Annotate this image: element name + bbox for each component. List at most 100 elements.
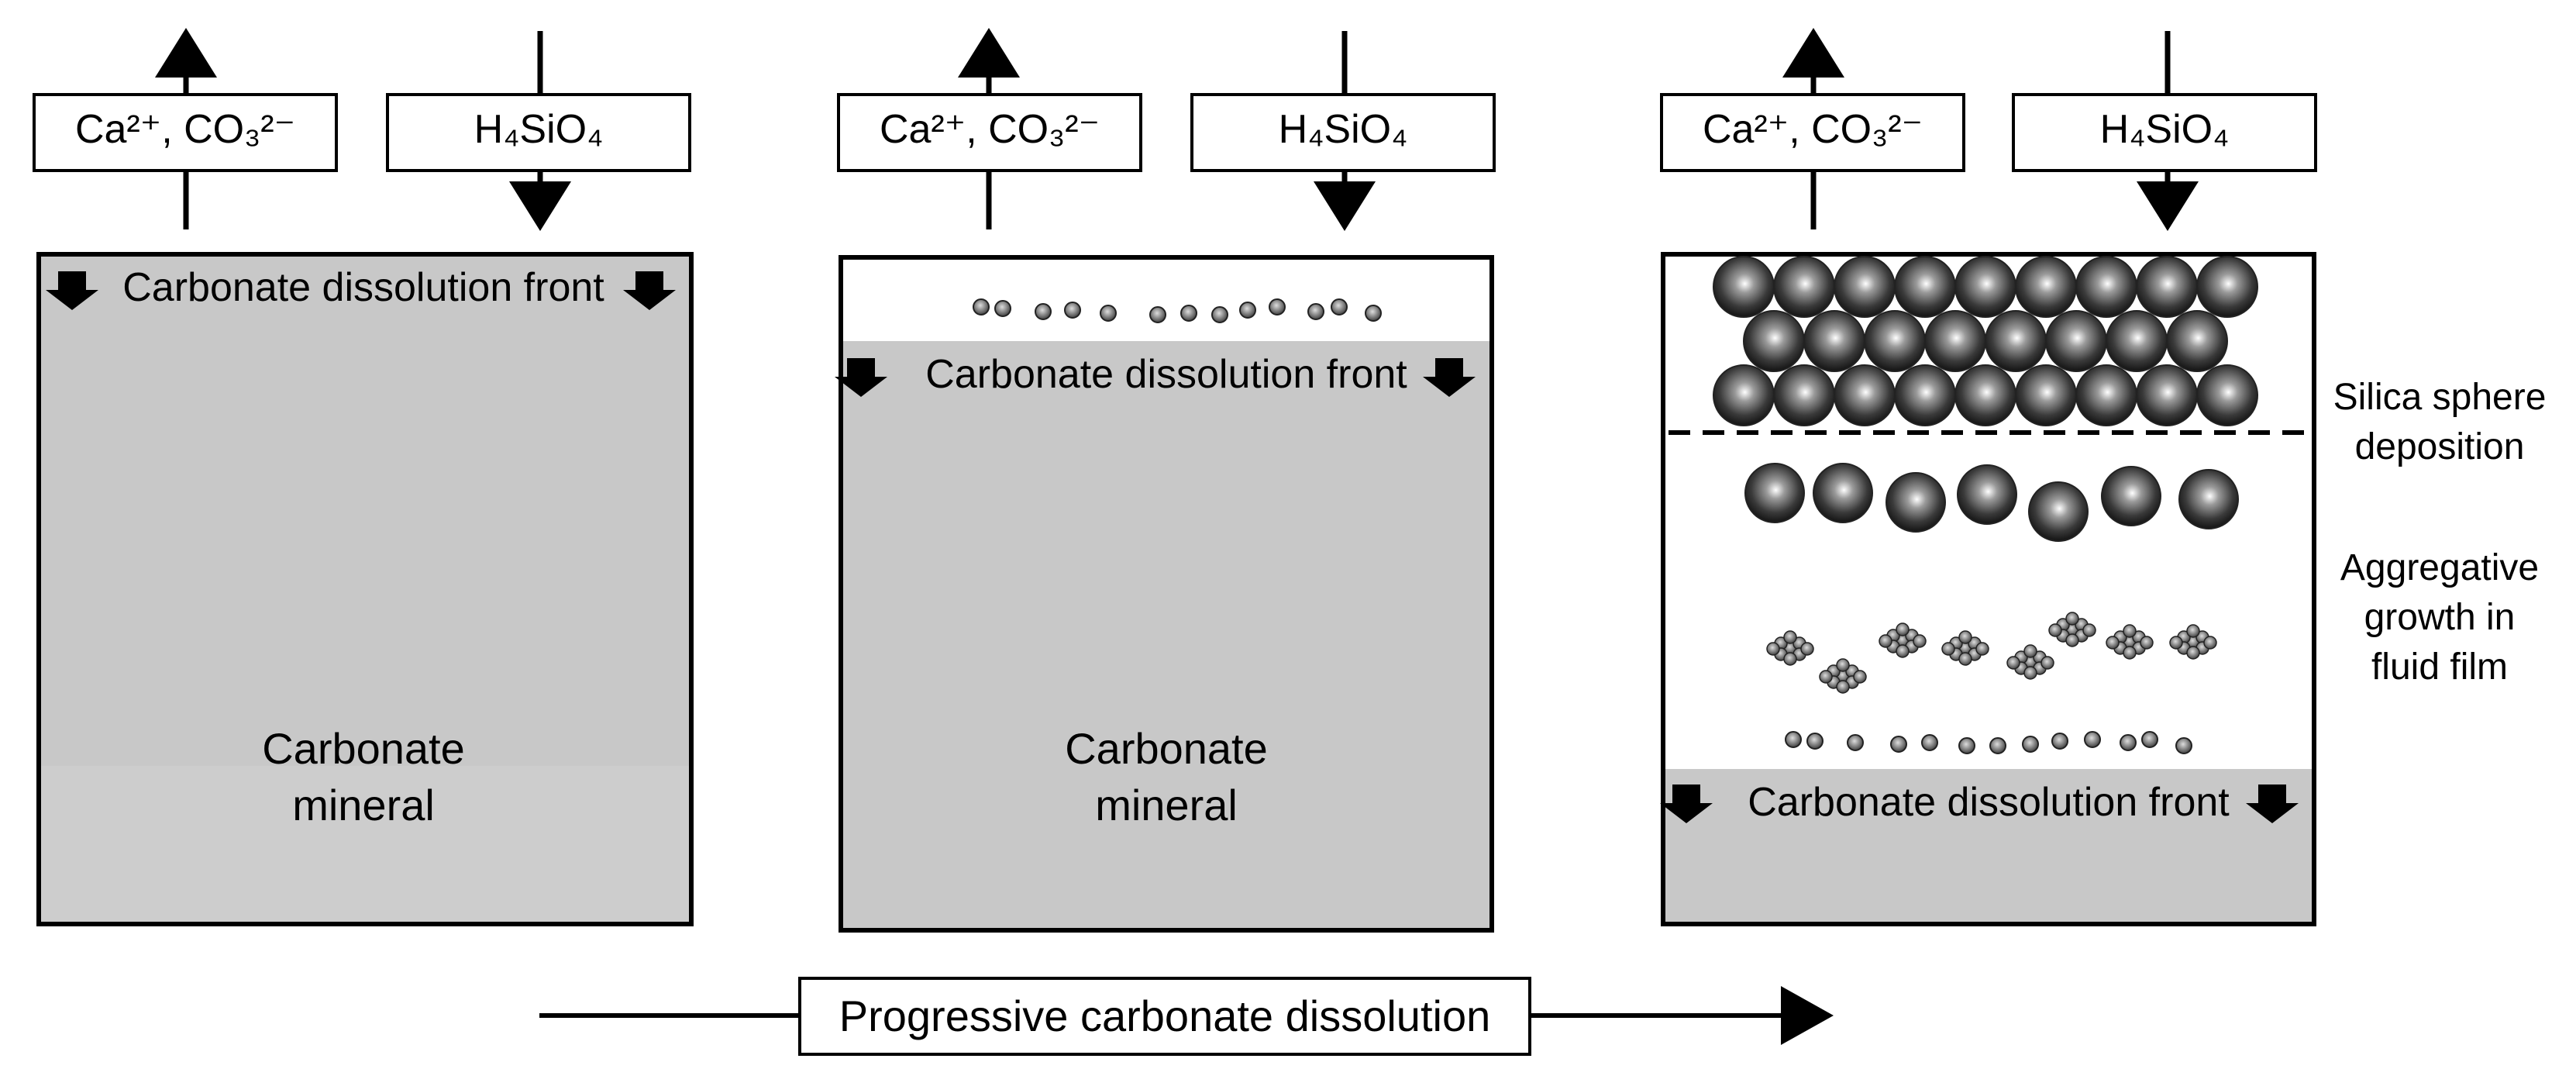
silica-sphere-icon xyxy=(1985,310,2047,372)
aggregate-particle xyxy=(1879,634,1892,648)
aggregate-particle xyxy=(1958,630,1972,644)
silica-nucleus-icon xyxy=(1035,303,1052,320)
silica-nucleus-icon xyxy=(1785,731,1802,748)
aggregate-particle xyxy=(2006,656,2020,670)
silica-label-box xyxy=(1190,93,1496,172)
silica-sphere-icon xyxy=(1886,472,1946,533)
panel-frame xyxy=(839,255,1494,933)
progression-label-box xyxy=(798,977,1531,1056)
silica-nuclei-row xyxy=(1785,731,2192,754)
silica-nucleus-icon xyxy=(1331,298,1348,316)
progression-arrow: Progressive carbonate dissolution xyxy=(539,977,1834,1056)
aggregate-particle xyxy=(1836,680,1850,694)
silica-nucleus-icon xyxy=(1365,305,1382,322)
ion-label: Ca²⁺, CO₃²⁻ xyxy=(1703,107,1923,152)
silica-sphere-icon xyxy=(2028,481,2089,542)
aggregate-particle xyxy=(2082,623,2096,637)
ion-label-box xyxy=(837,93,1142,172)
silica-sphere-icon xyxy=(1773,256,1835,318)
silica-sphere-icon xyxy=(2045,310,2107,372)
aggregate-icon xyxy=(1766,630,1814,666)
silica-sphere-icon xyxy=(2106,310,2168,372)
front-arrow-icon xyxy=(623,271,676,310)
silica-sphere-icon xyxy=(1803,310,1865,372)
aggregate-particle xyxy=(1896,644,1910,658)
silica-nucleus-icon xyxy=(1847,734,1864,751)
aggregate-particle xyxy=(2186,646,2200,660)
silica-nucleus-icon xyxy=(2141,731,2158,748)
silica-sphere-icon xyxy=(1834,364,1896,426)
mineral-label-line-2: mineral xyxy=(1095,781,1238,829)
mineral-fill-lower xyxy=(39,766,691,924)
aggregate-particle xyxy=(2048,623,2062,637)
silica-nucleus-icon xyxy=(1239,302,1256,319)
silica-nucleus-icon xyxy=(2022,736,2039,753)
silica-sphere-icon xyxy=(2166,310,2228,372)
aggregate-particle xyxy=(2023,666,2037,680)
silica-sphere-icon xyxy=(1954,364,2016,426)
arrow-up-icon xyxy=(155,28,217,78)
aggregate-particle xyxy=(1783,652,1797,666)
silica-sphere-icon xyxy=(1743,310,1805,372)
silica-label: H₄SiO₄ xyxy=(1279,107,1408,152)
silica-nucleus-icon xyxy=(2120,734,2137,751)
panel-frame xyxy=(36,252,694,926)
aggregate-icon xyxy=(2006,644,2054,680)
aggregation-label-line-2: growth in xyxy=(2364,597,2516,638)
panel-3: Ca²⁺, CO₃²⁻ H₄SiO₄ Carbonate dissolution… xyxy=(1660,28,2546,926)
aggregate-icon xyxy=(2106,624,2154,660)
aggregate-particle xyxy=(2065,633,2079,647)
aggregate-particle xyxy=(2140,636,2154,650)
ion-label: Ca²⁺, CO₃²⁻ xyxy=(880,107,1100,152)
front-arrow-icon xyxy=(2246,785,2299,823)
silica-sphere-icon xyxy=(1894,364,1956,426)
aggregate-icon xyxy=(1879,622,1927,658)
silica-nucleus-icon xyxy=(2175,737,2192,754)
aggregate-particle xyxy=(1975,642,1989,656)
silica-sphere-icon xyxy=(2015,364,2077,426)
silica-sphere-icon xyxy=(2196,364,2258,426)
silica-nucleus-icon xyxy=(1269,298,1286,316)
silica-sphere-icon xyxy=(1864,310,1926,372)
ion-label: Ca²⁺, CO₃²⁻ xyxy=(75,107,295,152)
silica-nucleus-icon xyxy=(1180,305,1197,322)
silica-nuclei-row xyxy=(973,298,1382,323)
silica-sphere-icon xyxy=(1773,364,1835,426)
arrow-up-icon xyxy=(958,28,1020,78)
silica-sphere-icon xyxy=(2075,256,2137,318)
silica-nucleus-icon xyxy=(1211,306,1228,323)
arrow-down-icon xyxy=(1314,181,1376,231)
silica-sphere-icon xyxy=(1713,256,1775,318)
silica-sphere-icon xyxy=(2075,364,2137,426)
deposition-label-line-2: deposition xyxy=(2355,426,2525,467)
silica-sphere-icon xyxy=(2196,256,2258,318)
silica-nucleus-icon xyxy=(994,300,1011,317)
mineral-fill xyxy=(1663,769,2314,924)
front-arrow-icon xyxy=(835,358,887,397)
ion-label-box xyxy=(1660,93,1965,172)
dissolution-front-label: Carbonate dissolution front xyxy=(122,265,604,310)
aggregate-icon xyxy=(1941,630,1989,666)
aggregate-particle xyxy=(2123,624,2137,638)
aggregate-particle xyxy=(2040,656,2054,670)
silica-sphere-icon xyxy=(1744,463,1805,523)
arrow-down-icon xyxy=(509,181,571,231)
panel-1: Ca²⁺, CO₃²⁻ H₄SiO₄ Carbonate dissolution… xyxy=(33,28,694,926)
dissolution-front-label: Carbonate dissolution front xyxy=(1748,780,2230,825)
aggregate-particle xyxy=(2106,636,2120,650)
silica-sphere-icon xyxy=(2136,364,2198,426)
silica-nucleus-icon xyxy=(973,298,990,316)
aggregate-particle xyxy=(1819,670,1833,684)
aggregate-particle xyxy=(1853,670,1867,684)
front-arrow-icon xyxy=(1423,358,1476,397)
loose-silica-spheres xyxy=(1744,463,2239,542)
dissolution-front-label: Carbonate dissolution front xyxy=(925,352,1407,397)
aggregate-particle xyxy=(1766,642,1780,656)
silica-label-box xyxy=(2012,93,2317,172)
silica-nucleus-icon xyxy=(1958,737,1975,754)
aggregate-particle xyxy=(1800,642,1814,656)
panel-frame xyxy=(1661,252,2316,926)
aggregate-particle xyxy=(2169,636,2183,650)
arrow-right-icon xyxy=(1781,986,1834,1045)
